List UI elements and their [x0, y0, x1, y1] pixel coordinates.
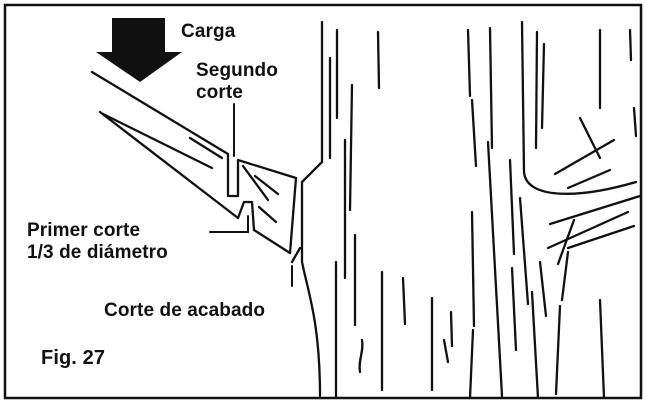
figure-border	[3, 3, 643, 400]
label-primer-corte: Primer corte 1/3 de diámetro	[27, 220, 168, 264]
label-carga: Carga	[181, 21, 236, 42]
label-primer-line1: Primer corte	[27, 220, 141, 241]
leader-primer-corte	[209, 215, 249, 233]
label-segundo-line1: Segundo	[196, 60, 278, 81]
label-primer-line2: 1/3 de diámetro	[27, 242, 168, 263]
label-segundo-corte: Segundo corte	[196, 60, 306, 104]
trunk	[290, 20, 642, 400]
figure-number: Fig. 27	[41, 347, 106, 369]
down-arrow-icon	[96, 18, 182, 82]
label-segundo-line2: corte	[196, 82, 243, 103]
branch	[90, 70, 298, 255]
leader-lines	[209, 103, 293, 287]
label-corte-acabado: Corte de acabado	[104, 300, 266, 321]
